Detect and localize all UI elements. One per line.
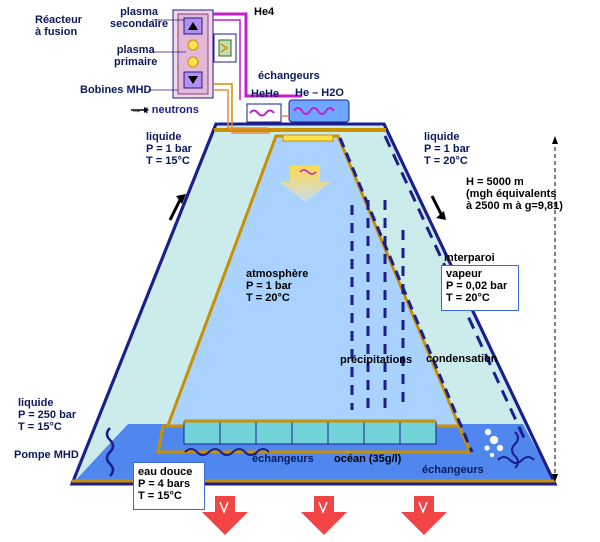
height-dimension-arrow — [552, 136, 558, 482]
right-down-arrow — [430, 195, 446, 220]
left-pump-wave — [105, 427, 115, 477]
exchangers-bottom-right-label: échangeurs — [422, 464, 484, 476]
exchanger-connection-pipes — [228, 115, 289, 134]
interwall-label: interparoi — [444, 252, 495, 264]
infrared-heat-arrow-icon — [202, 496, 248, 535]
mhd-coils-label: Bobines MHD — [80, 84, 152, 96]
precipitation-lines — [350, 200, 405, 410]
atmosphere-label: atmosphère P = 1 bar T = 20°C — [246, 268, 309, 304]
neutron-legend-arrow — [131, 107, 149, 113]
reactor-label: Réacteur à fusion — [35, 14, 83, 38]
fusion-reactor — [172, 9, 237, 99]
plasma-primary-label: plasma primaire — [114, 44, 158, 68]
vapor-label: vapeur P = 0,02 bar T = 20°C — [446, 268, 508, 304]
bubbles — [484, 428, 504, 458]
infrared-heat-arrow-icon — [401, 496, 447, 535]
bottom-exchanger-wave — [184, 448, 270, 456]
ocean-label: océan (35g/l) — [334, 453, 402, 465]
liquid-left-top-label: liquide P = 1 bar T = 15°C — [146, 131, 192, 167]
hehe-label: HeHe — [251, 88, 280, 100]
he-h2o-label: He – H2O — [295, 87, 344, 99]
he4-label: He4 — [254, 6, 275, 18]
infrared-heat-arrow-icon — [301, 496, 347, 535]
exchangers-bottom-mid-label: échangeurs — [252, 453, 314, 465]
left-up-arrow — [168, 194, 186, 221]
neutrons-legend-label: → : neutrons — [131, 104, 199, 116]
liquid-right-top-label: liquide P = 1 bar T = 20°C — [424, 131, 470, 167]
height-label: H = 5000 m (mgh équivalents à 2500 m à g… — [466, 176, 563, 212]
interwall-dashed-line — [338, 137, 474, 453]
radiation-down-arrow — [280, 165, 330, 202]
he4-pipe — [213, 12, 302, 128]
fresh-water-box — [133, 462, 205, 510]
plasma-secondary-label: plasma secondaire — [110, 6, 169, 30]
condensation-label: condensation — [426, 353, 498, 365]
mhd-pump-label: Pompe MHD — [14, 449, 79, 461]
condenser-strip — [282, 134, 334, 142]
precipitations-label: précipitations — [340, 354, 413, 366]
liquid-left-bottom-label: liquide P = 250 bar T = 15°C — [18, 397, 77, 433]
exchangers-top-label: échangeurs — [258, 70, 320, 82]
vapor-box — [441, 265, 519, 311]
right-exchanger-wave-vert — [511, 431, 519, 469]
fresh-water-label: eau douce P = 4 bars T = 15°C — [138, 466, 193, 502]
heat-arrows — [202, 496, 447, 535]
right-exchanger-wave — [497, 456, 535, 464]
ocean-exchanger-panels — [183, 421, 437, 445]
label-pointers — [148, 19, 186, 91]
top-heat-exchangers — [246, 99, 350, 123]
